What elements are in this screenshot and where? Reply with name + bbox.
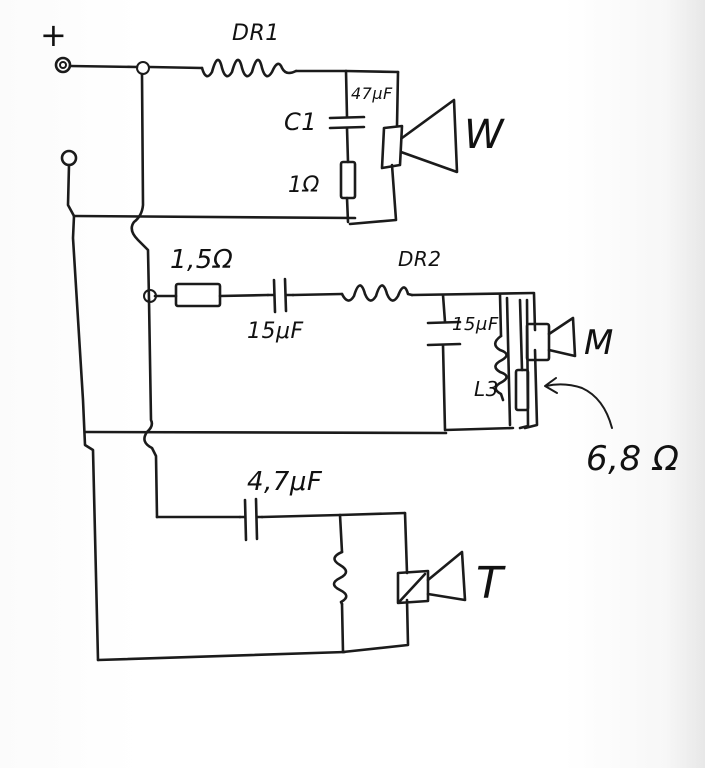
junction-node: [143, 289, 157, 303]
label-c1-value: 47μF: [351, 84, 393, 103]
speaker-tweeter: [396, 550, 467, 605]
label-c4: 4,7μF: [247, 467, 323, 497]
label-c1: C1: [284, 108, 317, 136]
inductor-tweeter-shunt: [332, 550, 348, 606]
capacitor-c2: [266, 277, 295, 314]
terminal-negative: [60, 149, 78, 167]
label-plus: +: [40, 16, 67, 54]
annotation-arrow: [544, 377, 613, 429]
capacitor-c4: [238, 497, 264, 542]
resistor-r3: [514, 368, 530, 412]
label-tweeter: T: [476, 558, 506, 609]
inductor-dr1: [200, 58, 298, 78]
speaker-woofer: [380, 98, 459, 174]
label-l3: L3: [474, 377, 499, 401]
terminal-positive: [54, 56, 72, 74]
label-r2: 1,5Ω: [170, 245, 233, 275]
inductor-l3: [493, 334, 508, 402]
capacitor-c1: [328, 115, 366, 130]
capacitor-c3: [426, 320, 462, 347]
resistor-r2: [174, 282, 222, 308]
label-mid: M: [584, 323, 614, 363]
label-woofer: W: [464, 112, 505, 158]
label-c2: 15μF: [247, 319, 304, 344]
resistor-r1: [339, 160, 357, 200]
inductor-dr2: [340, 284, 414, 302]
label-r3: 6,8 Ω: [586, 439, 679, 479]
label-r1: 1Ω: [288, 173, 320, 198]
label-dr1: DR1: [232, 21, 280, 46]
speaker-mid: [525, 316, 577, 362]
label-dr2: DR2: [398, 247, 442, 271]
label-c3: 15μF: [452, 314, 499, 335]
